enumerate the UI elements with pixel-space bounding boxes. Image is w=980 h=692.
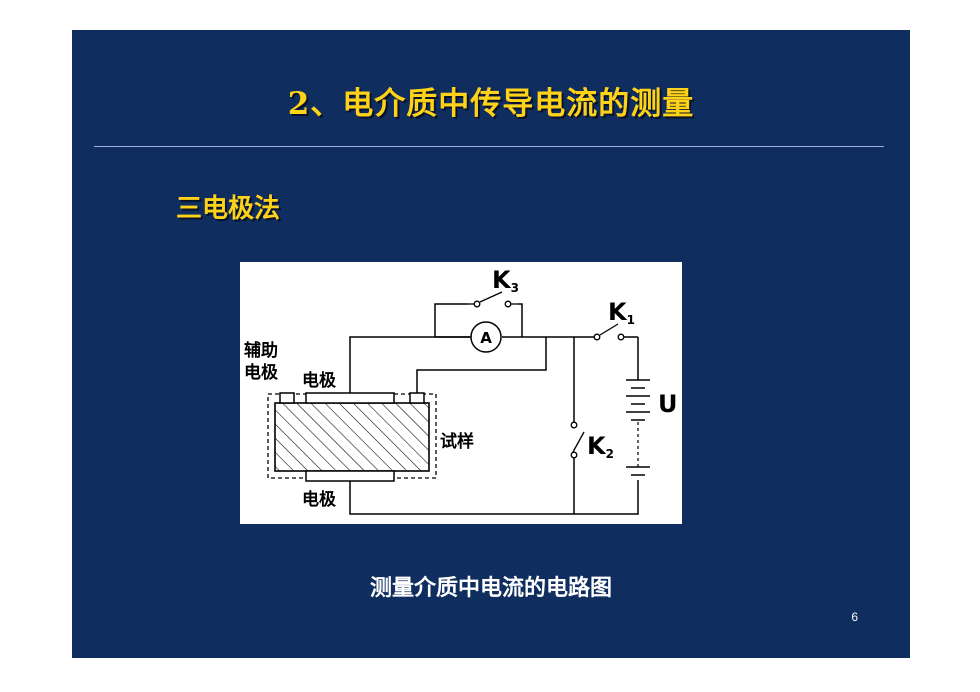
- ammeter-icon: A: [470, 321, 502, 353]
- sample-label: 试样: [440, 431, 474, 452]
- figure-caption: 测量介质中电流的电路图: [369, 576, 612, 601]
- voltage-label: U: [658, 390, 678, 418]
- k2-label: K2: [587, 432, 614, 461]
- circuit-diagram: A 辅助 电极: [240, 262, 682, 524]
- aux-electrode-label-1: 辅助: [244, 340, 278, 361]
- switch-k3-icon: [468, 291, 518, 308]
- title-divider: [94, 146, 884, 147]
- aux-electrode-label-2: 电极: [244, 362, 278, 383]
- circuit-svg: A 辅助 电极: [244, 266, 678, 515]
- k3-label: K3: [492, 266, 519, 295]
- guard-electrode-right: [409, 392, 425, 404]
- ammeter-label: A: [480, 329, 492, 347]
- battery-icon: [626, 379, 650, 476]
- guard-electrode-left: [279, 392, 295, 404]
- slide-title: 2、电介质中传导电流的测量: [287, 86, 695, 122]
- k1-label: K1: [608, 298, 635, 327]
- slide-subtitle: 三电极法: [176, 194, 281, 224]
- circuit-wires: [349, 303, 639, 515]
- switch-k2-icon: [570, 421, 585, 459]
- page-number: 6: [851, 610, 858, 624]
- sample-block: [274, 402, 430, 472]
- top-electrode-plate: [305, 392, 395, 404]
- bottom-electrode-label: 电极: [302, 489, 336, 510]
- switch-k1-icon: [593, 323, 625, 341]
- top-electrode-label: 电极: [302, 370, 336, 391]
- slide: 2、电介质中传导电流的测量 三电极法: [72, 30, 910, 658]
- bottom-electrode-plate: [305, 470, 395, 482]
